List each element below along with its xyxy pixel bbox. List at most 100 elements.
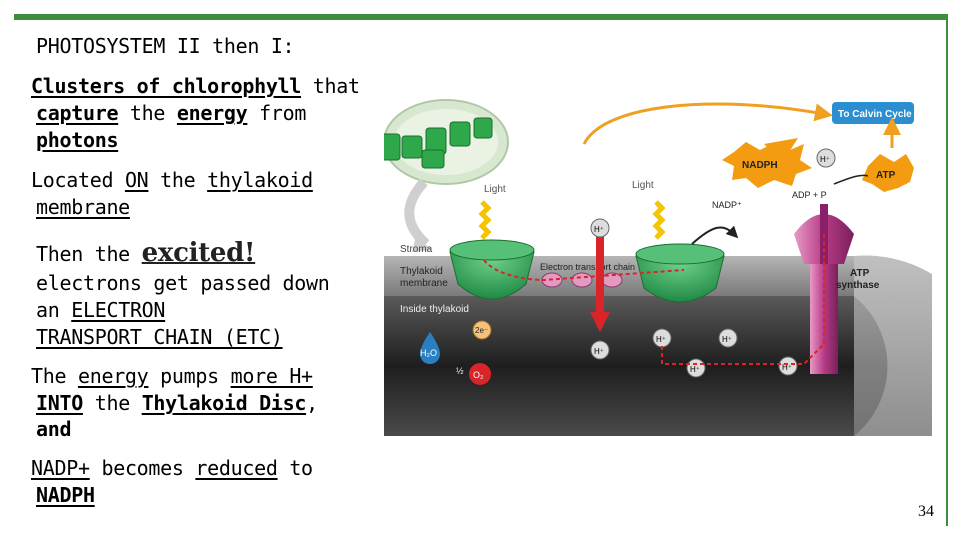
text-on: ON bbox=[124, 168, 149, 192]
text-then-the: Then the bbox=[36, 242, 142, 266]
flow-to-calvin-arrow bbox=[582, 102, 833, 145]
para-nadp-line2: NADPH bbox=[36, 482, 95, 509]
label-to-calvin-cycle: To Calvin Cycle bbox=[838, 109, 912, 120]
text-energy: energy bbox=[176, 101, 248, 125]
label-electron-transport-chain: Electron transport chain bbox=[540, 262, 635, 272]
label-light-2: Light bbox=[632, 180, 654, 191]
zoom-arrow-icon bbox=[404, 178, 430, 248]
text-the-2: the bbox=[148, 168, 208, 192]
label-half: ½ bbox=[456, 366, 464, 376]
text-more-h: more H+ bbox=[230, 364, 313, 388]
oxygen-circle bbox=[469, 363, 491, 385]
light-bolt-1-icon bbox=[478, 200, 492, 240]
text-nadph: NADPH bbox=[36, 483, 95, 507]
atp-synthase-icon bbox=[794, 204, 854, 374]
text-an: an bbox=[36, 298, 72, 322]
label-light-1: Light bbox=[484, 184, 506, 195]
text-comma: , bbox=[306, 391, 318, 415]
h-plus-ions: H⁺ H⁺ H⁺ H⁺ H⁺ H⁺ H⁺ bbox=[590, 148, 836, 378]
text-thylakoid-disc: Thylakoid Disc bbox=[141, 391, 307, 415]
text-excited: excited! bbox=[141, 238, 256, 268]
slide-frame-top-border bbox=[14, 14, 946, 20]
text-the: the bbox=[118, 101, 177, 125]
text-transport-chain: TRANSPORT CHAIN (ETC) bbox=[36, 325, 283, 349]
text-that: that bbox=[301, 74, 360, 98]
label-adp-p: ADP + P bbox=[792, 190, 827, 200]
text-clusters-of-chlorophyll: Clusters of chlorophyll bbox=[31, 74, 302, 98]
text-into: INTO bbox=[36, 391, 83, 415]
text-from: from bbox=[247, 101, 307, 125]
h-plus-label: H⁺ bbox=[690, 365, 700, 374]
h-plus-label: H⁺ bbox=[656, 335, 666, 344]
light-bolt-2-icon bbox=[652, 200, 666, 240]
label-h2o: H₂O bbox=[420, 348, 437, 358]
text-and: and bbox=[36, 417, 72, 441]
label-thylakoid-2: membrane bbox=[400, 278, 448, 289]
text-energy-2: energy bbox=[77, 364, 149, 388]
nadp-arrow bbox=[691, 225, 739, 245]
para-energy-line1: The energy pumps more H+ bbox=[31, 363, 313, 390]
label-stroma: Stroma bbox=[400, 244, 433, 255]
para-then-line3: an ELECTRON bbox=[36, 297, 165, 324]
h-plus-label: H⁺ bbox=[594, 225, 604, 234]
proton-flow-path bbox=[661, 234, 825, 365]
photosystem-ii-icon bbox=[449, 239, 535, 300]
h-plus-label: H⁺ bbox=[820, 155, 830, 164]
para-then-line2: electrons get passed down bbox=[36, 270, 330, 297]
page-number: 34 bbox=[918, 503, 934, 520]
label-o2: O₂ bbox=[473, 370, 484, 380]
label-2e: 2e⁻ bbox=[475, 326, 488, 335]
thylakoid-membrane bbox=[384, 255, 932, 436]
label-thylakoid-1: Thylakoid bbox=[400, 266, 443, 277]
atp-burst-icon bbox=[862, 154, 914, 192]
para-located-line1: Located ON the thylakoid bbox=[31, 167, 313, 194]
label-atp-synthase-1: ATP bbox=[850, 268, 870, 279]
label-inside-thylakoid: Inside thylakoid bbox=[400, 304, 469, 315]
para-energy-line3: and bbox=[36, 416, 72, 443]
slide-frame bbox=[14, 14, 948, 526]
etc-proteins bbox=[541, 272, 623, 288]
para-located-line2: membrane bbox=[36, 194, 130, 221]
zoom-arrowhead-icon bbox=[412, 236, 432, 252]
text-thylakoid: thylakoid bbox=[207, 168, 313, 192]
para-nadp-line1: NADP+ becomes reduced to bbox=[31, 455, 313, 482]
water-drop-icon bbox=[420, 332, 440, 364]
para-energy-line2: INTO the Thylakoid Disc, bbox=[36, 390, 318, 417]
h-plus-label: H⁺ bbox=[722, 335, 732, 344]
text-reduced: reduced bbox=[195, 456, 278, 480]
nadph-burst-icon bbox=[722, 142, 812, 188]
text-photons: photons bbox=[36, 128, 119, 152]
text-electron: ELECTRON bbox=[71, 298, 166, 322]
text-located: Located bbox=[31, 168, 125, 192]
text-capture: capture bbox=[36, 101, 119, 125]
text-nadp-plus: NADP+ bbox=[31, 456, 90, 480]
text-pumps: pumps bbox=[148, 364, 231, 388]
adp-arrow bbox=[833, 174, 869, 185]
label-nadph: NADPH bbox=[742, 160, 778, 171]
text-electrons-passed: electrons get passed down bbox=[36, 271, 330, 295]
two-electrons-circle bbox=[472, 320, 492, 340]
label-atp: ATP bbox=[876, 170, 896, 181]
para-then-line1: Then the excited! bbox=[36, 240, 255, 268]
proton-pump-arrowhead-icon bbox=[590, 312, 610, 332]
slide-title: PHOTOSYSTEM II then I: bbox=[36, 34, 295, 58]
text-becomes: becomes bbox=[89, 456, 196, 480]
label-atp-synthase-2: synthase bbox=[836, 280, 880, 291]
proton-pump-arrow bbox=[596, 234, 604, 314]
label-nadp-plus: NADP⁺ bbox=[712, 200, 742, 210]
chloroplast-icon bbox=[384, 99, 509, 185]
text-to: to bbox=[277, 456, 313, 480]
photosystem-i-icon bbox=[635, 243, 725, 303]
para-clusters-line2: capture the energy from bbox=[36, 100, 306, 127]
text-the-3: The bbox=[31, 364, 78, 388]
text-the-4: the bbox=[82, 391, 142, 415]
para-then-line4: TRANSPORT CHAIN (ETC) bbox=[36, 324, 283, 351]
text-membrane: membrane bbox=[36, 195, 130, 219]
photosystem-diagram: Stroma Thylakoid membrane Inside thylako… bbox=[384, 99, 932, 436]
electron-path bbox=[483, 259, 685, 282]
para-clusters-line1: Clusters of chlorophyll that bbox=[31, 73, 360, 100]
para-clusters-line3: photons bbox=[36, 127, 118, 154]
h-plus-label: H⁺ bbox=[594, 347, 604, 356]
h-plus-label: H⁺ bbox=[782, 363, 792, 372]
